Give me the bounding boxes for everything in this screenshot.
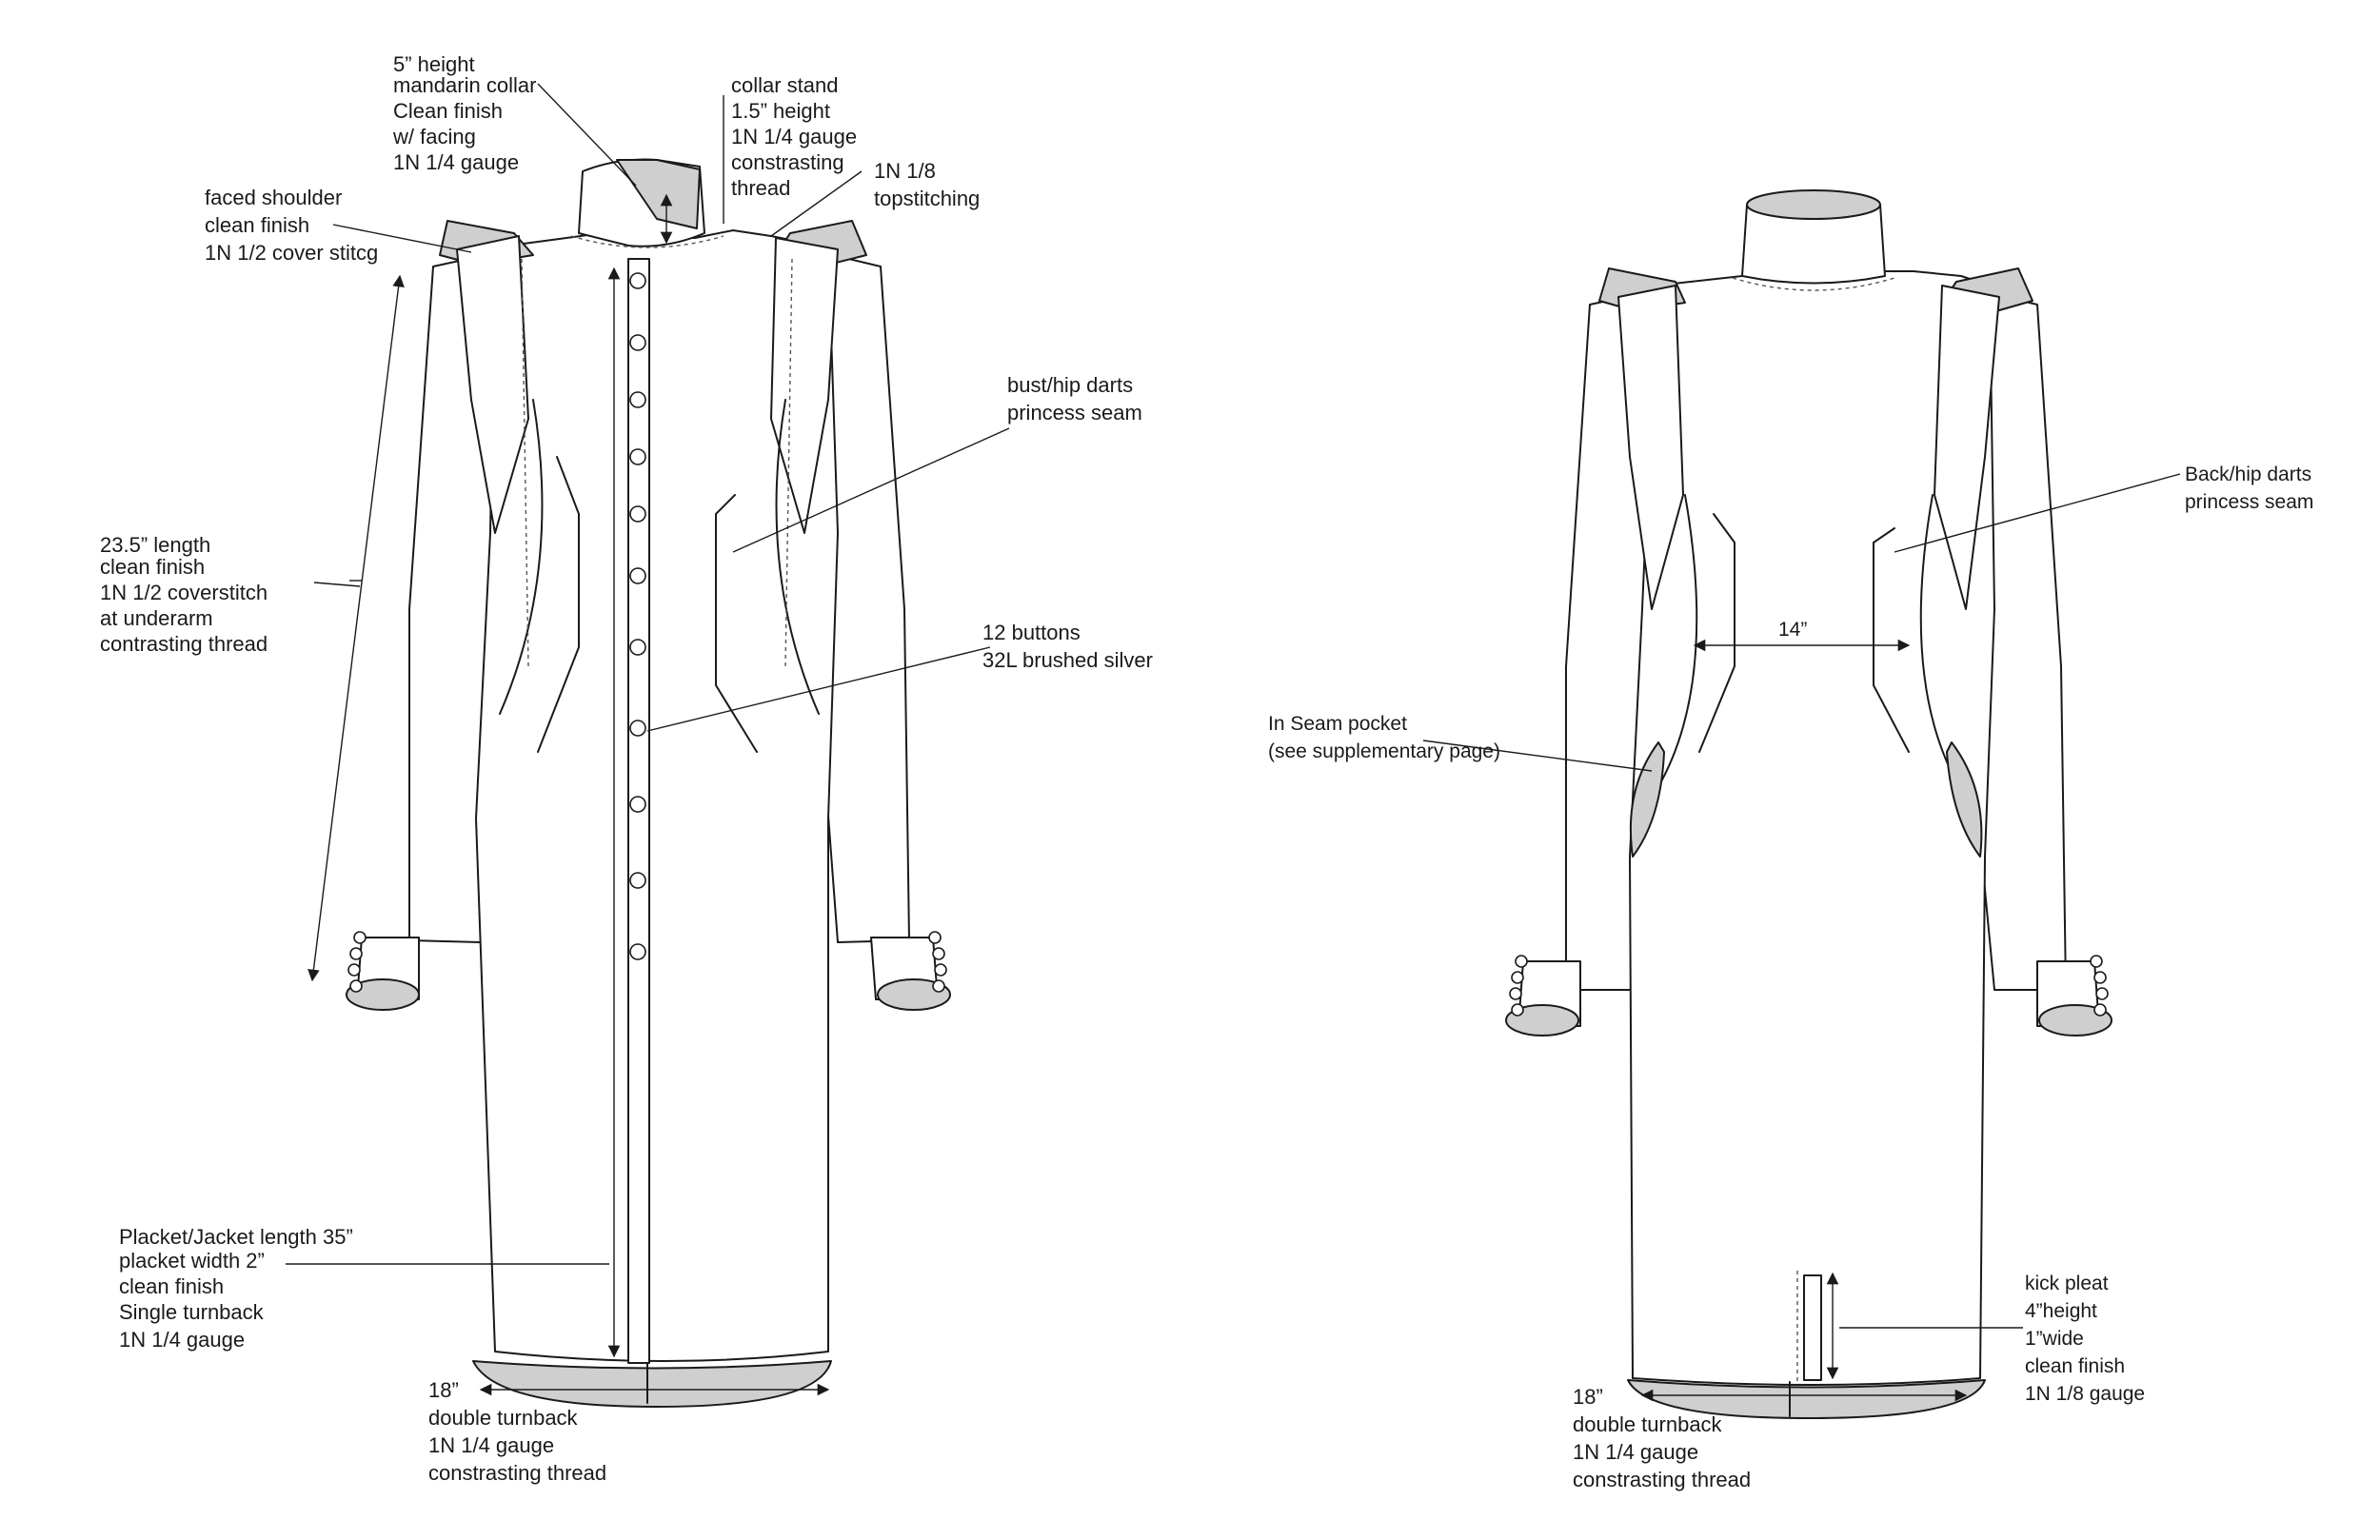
back-right-lapel — [1934, 285, 2000, 610]
back-callout-leaders — [1422, 473, 2181, 1402]
front-right-dart — [715, 494, 758, 753]
front-collar-stand-callout: collar stand 1.5” height 1N 1/4 gauge co… — [731, 73, 863, 200]
front-left-dart — [537, 456, 580, 753]
back-right-cuff-opening — [2038, 1004, 2112, 1037]
back-pleat-callout: kick pleat 4”height 1”wide clean finish … — [2025, 1273, 2145, 1405]
back-cuff-buttons — [1509, 955, 2109, 1017]
back-right-pocket — [1946, 741, 1983, 858]
back-left-cuff-opening — [1505, 1004, 1579, 1037]
front-darts-callout: bust/hip darts princess seam — [1007, 373, 1142, 424]
front-right-princess-seam — [775, 399, 820, 715]
front-buttons-callout: 12 buttons 32L brushed silver — [982, 621, 1153, 672]
front-view — [346, 158, 951, 1408]
front-topstitching-callout: 1N 1/8 topstitching — [874, 159, 980, 210]
back-view — [1505, 189, 2112, 1419]
front-placket-buttons — [629, 272, 646, 960]
front-right-cuff-opening — [877, 978, 951, 1011]
back-collar-opening — [1746, 189, 1881, 220]
back-left-lapel — [1617, 285, 1684, 610]
back-waist-measure: 14” — [1778, 619, 1807, 641]
back-pocket-callout: In Seam pocket (see supplementary page) — [1268, 713, 1500, 762]
front-left-lapel — [456, 235, 529, 534]
front-body — [475, 229, 839, 1362]
front-hem-callout: 18” double turnback 1N 1/4 gauge constra… — [428, 1378, 606, 1485]
front-sleeve-callout: 23.5” length clean finish 1N 1/2 coverst… — [100, 533, 273, 656]
back-right-dart — [1873, 527, 1910, 753]
back-darts-callout: Back/hip darts princess seam — [2185, 464, 2317, 513]
back-left-pocket — [1629, 741, 1665, 858]
front-collar-callout: 5” height mandarin collar Clean finish w… — [392, 52, 543, 174]
front-callout-leaders — [286, 83, 1010, 1396]
front-placket-callout: Placket/Jacket length 35” placket width … — [119, 1225, 359, 1352]
front-hem-turnback — [472, 1360, 832, 1408]
front-left-princess-seam — [499, 399, 544, 715]
front-collar-facing — [616, 159, 701, 229]
front-right-lapel — [770, 237, 839, 534]
back-hem-callout: 18” double turnback 1N 1/4 gauge constra… — [1573, 1385, 1751, 1491]
back-left-princess-seam — [1656, 494, 1698, 791]
back-kick-pleat — [1803, 1274, 1822, 1381]
front-shoulder-callout: faced shoulder clean finish 1N 1/2 cover… — [205, 186, 378, 265]
back-left-dart — [1698, 513, 1735, 753]
